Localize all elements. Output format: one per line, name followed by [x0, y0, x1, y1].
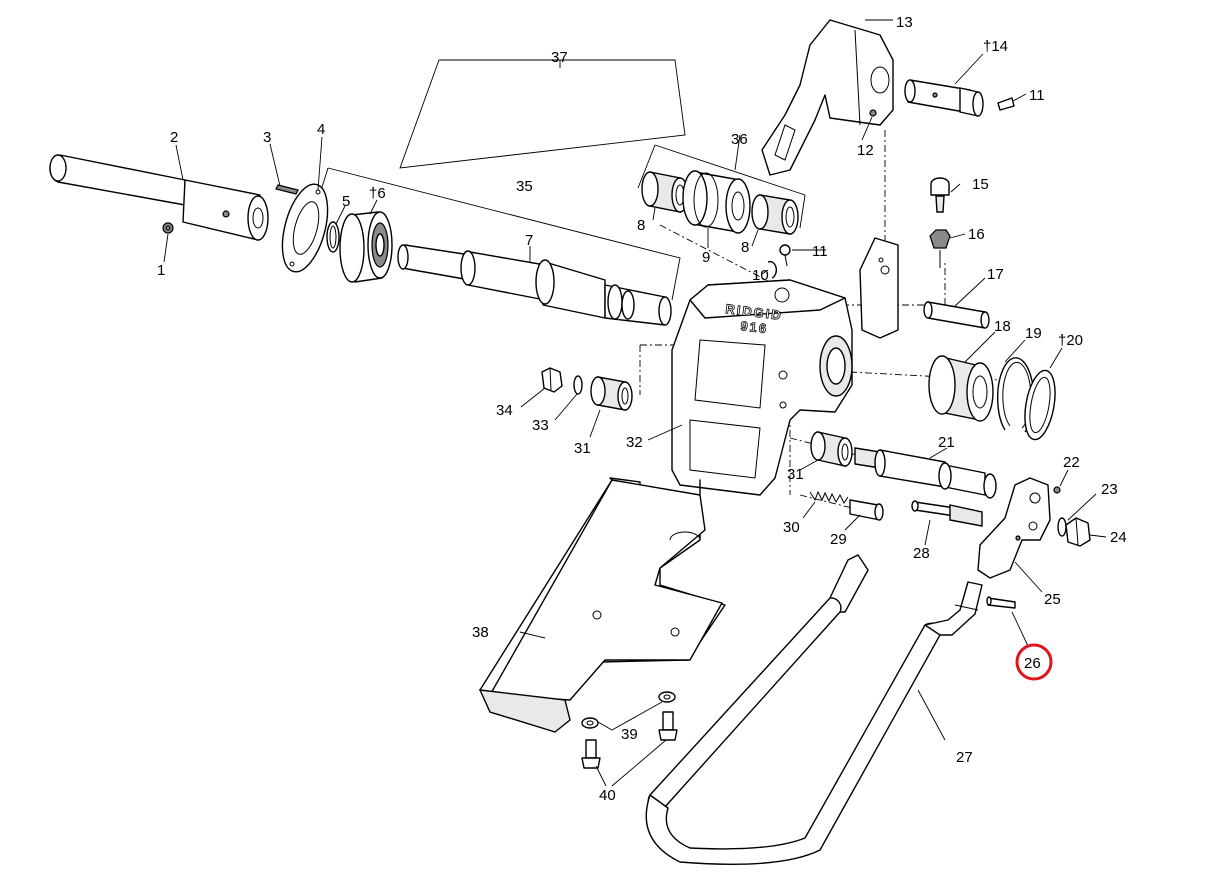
callout-36: 36: [731, 131, 748, 148]
callout-4: 4: [317, 121, 325, 138]
part-34-nut: [541, 367, 563, 393]
callout-28: 28: [913, 545, 930, 562]
callout-3: 3: [263, 129, 271, 146]
part-22-screw: [1053, 486, 1061, 494]
callout-40: 40: [599, 787, 616, 804]
part-6-bearing: [339, 211, 393, 283]
assembly-bracket-37: [399, 59, 686, 169]
callout-11b: 11: [1029, 87, 1045, 104]
callout-8b: 8: [741, 239, 749, 256]
callout-labels: 1 2 3 4 5 †6 7 8 8 9 10 11 11 12 13 †14 …: [157, 14, 1127, 804]
callout-18: 18: [994, 318, 1011, 335]
part-14-pin: [904, 79, 984, 117]
callout-31b: 31: [787, 466, 804, 483]
part-3-screw: [275, 184, 299, 195]
callout-1: 1: [157, 262, 165, 279]
part-2-handle-tube: [49, 154, 269, 241]
callout-19: 19: [1025, 325, 1042, 342]
callout-7: 7: [525, 232, 533, 249]
part-38-base-plate: [478, 477, 726, 733]
callout-25: 25: [1044, 591, 1061, 608]
callout-8a: 8: [637, 217, 645, 234]
part-9-roller: [682, 170, 751, 234]
callout-10: 10: [752, 267, 769, 284]
part-11-screw-upper: [997, 97, 1015, 111]
part-16-nut: [929, 229, 951, 268]
part-28-bolt: [911, 500, 983, 527]
part-10-clip: [767, 260, 777, 279]
part-13-arm: [761, 19, 894, 176]
callout-12: 12: [857, 142, 874, 159]
part-18-bearing: [928, 355, 994, 422]
part-30-spring: [809, 490, 849, 504]
part-23-washer: [1057, 517, 1067, 537]
part-31-bearing-right: [810, 431, 853, 467]
body-bracket: [859, 237, 899, 339]
part-27-u-handle: [645, 554, 983, 865]
highlight-circle-part-26: [1015, 643, 1053, 681]
part-39-washer-1: [581, 717, 599, 729]
part-29-plunger: [849, 499, 884, 521]
body-model-marking: 916: [740, 318, 769, 336]
body-brand-marking: RIDGID: [725, 301, 784, 323]
part-17-pin: [923, 301, 990, 329]
callout-16: 16: [968, 226, 985, 243]
callout-9: 9: [702, 249, 710, 266]
callout-6: †6: [369, 185, 386, 202]
callout-13: 13: [896, 14, 913, 31]
part-40-bolt-1: [581, 739, 601, 769]
part-31-bearing-left: [590, 376, 633, 411]
callout-20: †20: [1058, 332, 1083, 349]
part-40-bolt-2: [658, 711, 678, 741]
part-12-pin: [869, 109, 877, 117]
callout-23: 23: [1101, 481, 1118, 498]
callout-5: 5: [342, 193, 350, 210]
callout-15: 15: [972, 176, 989, 193]
part-24-nut: [1065, 517, 1091, 547]
callout-35: 35: [516, 178, 533, 195]
callout-32: 32: [626, 434, 643, 451]
callout-31a: 31: [574, 440, 591, 457]
callout-11a: 11: [812, 243, 828, 260]
callout-30: 30: [783, 519, 800, 536]
callout-2: 2: [170, 129, 178, 146]
part-21-shaft: [854, 447, 997, 499]
part-26-roll-pin: [986, 596, 1016, 609]
part-4-flange: [281, 183, 329, 273]
part-33-washer: [573, 375, 583, 395]
part-15-cap-screw: [930, 177, 950, 213]
assembly-bracket-36: [637, 144, 806, 229]
callout-38: 38: [472, 624, 489, 641]
part-8-needle-bearing-left: [641, 171, 689, 213]
callout-17: 17: [987, 266, 1004, 283]
part-20-washer: [1024, 369, 1056, 441]
callout-33: 33: [532, 417, 549, 434]
leader-lines: [163, 19, 1107, 787]
callout-26: 26: [1024, 655, 1041, 672]
callout-37: 37: [551, 49, 568, 66]
callout-22: 22: [1063, 454, 1080, 471]
part-1-screw: [162, 222, 174, 234]
callout-27: 27: [956, 749, 973, 766]
part-25-lever: [977, 477, 1051, 579]
part-5-snap-ring: [326, 221, 340, 253]
part-11-screw-lower: [779, 244, 791, 267]
callout-24: 24: [1110, 529, 1127, 546]
part-39-washer-2: [658, 691, 676, 703]
part-32-main-body: RIDGID 916: [671, 279, 853, 496]
part-7-main-shaft: [397, 244, 672, 326]
callout-14: †14: [983, 38, 1008, 55]
callout-29: 29: [830, 531, 847, 548]
part-8-needle-bearing-right: [751, 194, 799, 235]
callout-21: 21: [938, 434, 955, 451]
callout-34: 34: [496, 402, 513, 419]
callout-39: 39: [621, 726, 638, 743]
